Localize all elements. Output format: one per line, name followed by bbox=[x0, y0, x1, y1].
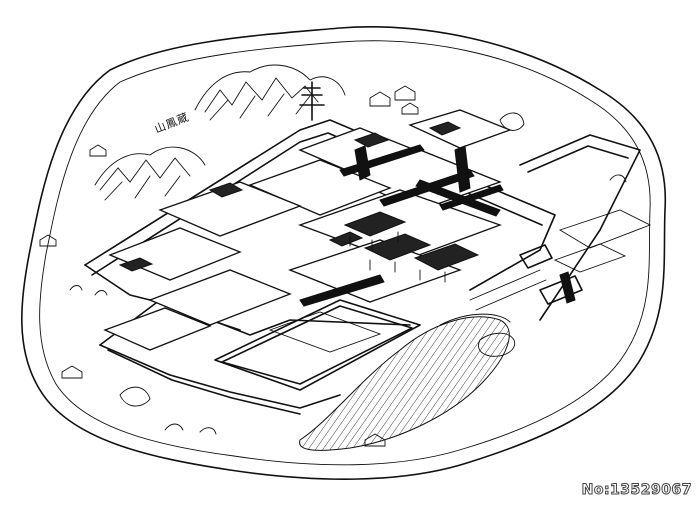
lake-field bbox=[299, 313, 516, 451]
mountains bbox=[94, 64, 346, 201]
main-halls bbox=[118, 121, 480, 283]
island-outline bbox=[21, 26, 667, 480]
causeway-towers bbox=[469, 244, 583, 311]
dark-walls bbox=[299, 144, 504, 307]
garden-plots bbox=[268, 209, 652, 353]
island-inner-edge bbox=[39, 40, 651, 466]
watermark-text: No:13529067 bbox=[581, 482, 692, 499]
inner-compounds bbox=[103, 109, 512, 351]
